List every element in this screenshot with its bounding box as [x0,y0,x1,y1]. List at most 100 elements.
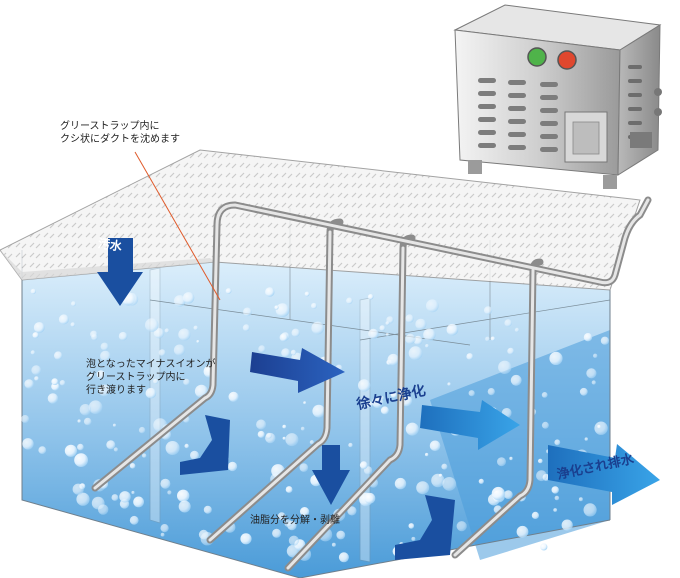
foam-line-3: 行き渡ります [86,385,146,396]
caption-line-2: クシ状にダクトを沈めます [60,134,180,145]
bubble [438,473,443,478]
vent-slot [478,104,496,109]
bubble [385,332,389,337]
bubble [372,396,384,408]
bubble [34,376,39,381]
bubble [71,301,76,307]
bubble [579,387,588,396]
bubble [364,492,376,504]
tank-outline-front [299,519,611,578]
bubble [72,483,84,495]
bubble [160,524,169,533]
bubble [338,552,349,563]
bubble [584,437,588,441]
bubble [193,325,199,331]
bubble [491,486,505,501]
bubble [58,314,69,325]
bubble [390,391,397,398]
bubble [22,438,34,450]
bubble [266,432,272,439]
tank-outline-left [21,250,301,578]
bubble [285,433,299,447]
bubble [348,442,353,448]
bubble [133,496,145,508]
bubble [366,401,373,408]
grease-trap-duct-caption: グリーストラップ内に クシ状にダクトを沈めます [60,120,180,146]
bubble [284,519,293,528]
bubble [514,327,520,333]
bubble [30,288,36,295]
bubble [441,463,448,470]
bubble [600,336,610,345]
bubble [408,346,423,361]
oil-separation-caption: 油脂分を分解・剥離 [250,515,340,526]
machine-foot-left [468,160,482,174]
bubble [242,324,250,332]
bubble [184,443,189,449]
bubble [442,477,457,491]
bubble [178,500,191,513]
bubble [196,340,200,343]
bubble [32,332,39,339]
bubble [113,447,118,452]
bubble [561,519,573,531]
bubble [106,440,116,450]
machine-foot-right [603,175,617,189]
vent-slot [508,132,526,137]
bubble [33,322,45,333]
bubble [303,401,307,405]
bubble [240,533,252,545]
bubble [551,486,559,494]
vent-slot [508,106,526,111]
bubble [131,490,135,495]
bubble [299,463,309,472]
bubble [405,422,419,436]
machine-unit [453,4,662,189]
bubble [54,351,63,360]
vent-slot [508,93,526,98]
bubble [145,387,157,399]
bubble [153,328,165,339]
bubble [77,443,84,451]
vent-slot-side [628,107,642,111]
bubble [112,423,117,427]
bubble [183,378,190,386]
bubble [331,542,336,547]
bubble [312,404,326,418]
bubble [88,400,103,415]
bubble [300,426,305,431]
vent-slot [540,82,558,87]
vent-slot [478,78,496,83]
bubble [413,335,423,345]
vent-slot-side [628,79,642,83]
bubble [277,512,286,521]
bubble [368,328,379,340]
bubble [408,523,415,529]
bubble [346,297,353,305]
bubble [64,444,77,457]
bubble [586,368,597,379]
bubble [549,351,563,365]
vent-slot-side [628,65,642,69]
bubble [182,292,195,304]
bubble [256,419,267,430]
bubble [425,452,429,457]
down-arrow-center [312,445,350,505]
bubble [510,374,522,386]
vent-slot-side [628,93,642,97]
bubble [111,494,119,501]
bubble [100,350,111,362]
bubble [554,439,561,446]
bubble [275,303,290,317]
bubble [591,380,596,385]
bubble [503,490,513,499]
bubble [541,392,548,398]
bubble [129,515,139,525]
bubble [478,478,484,484]
bubble [466,353,474,360]
vent-slot [508,80,526,85]
bubble [309,440,314,445]
bubble [281,348,291,358]
bubble [243,307,252,317]
bubble [426,299,439,313]
